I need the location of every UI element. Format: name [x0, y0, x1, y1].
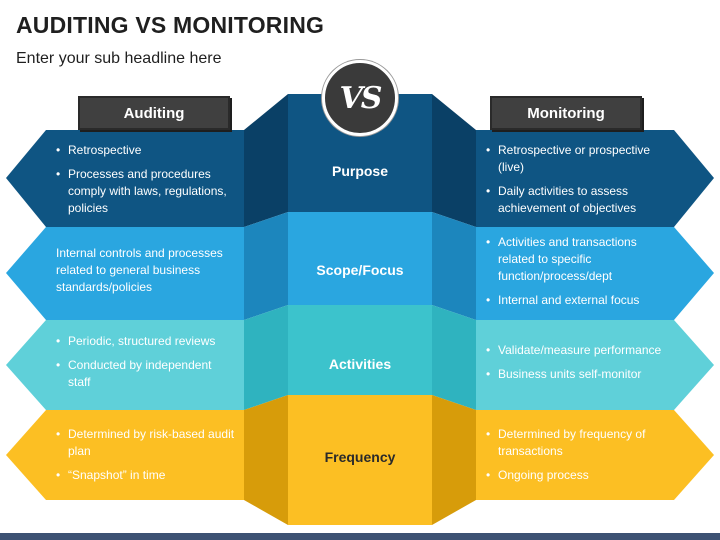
- purpose-monitoring-list: Retrospective or prospective (live) Dail…: [486, 142, 668, 224]
- row-label-activities: Activities: [328, 356, 392, 372]
- page-title: AUDITING VS MONITORING: [16, 12, 325, 38]
- list-item: Ongoing process: [486, 467, 668, 484]
- list-item: Determined by risk-based audit plan: [56, 426, 236, 460]
- purpose-center-panel: [288, 94, 432, 212]
- frequency-center-panel: [288, 395, 432, 525]
- scope-left-connector: [244, 212, 288, 320]
- frequency-left-connector: [244, 395, 288, 525]
- list-item: Determined by frequency of transactions: [486, 426, 668, 460]
- list-item: “Snapshot” in time: [56, 467, 236, 484]
- frequency-monitoring-list: Determined by frequency of transactions …: [486, 426, 668, 491]
- page-subtitle: Enter your sub headline here: [16, 50, 222, 67]
- activities-right-connector: [432, 305, 476, 410]
- list-item: Periodic, structured reviews: [56, 333, 236, 350]
- row-label-purpose: Purpose: [331, 163, 388, 179]
- purpose-auditing-list: Retrospective Processes and procedures c…: [56, 142, 236, 224]
- footer-bar: [0, 533, 720, 540]
- activities-auditing-list: Periodic, structured reviews Conducted b…: [56, 333, 236, 398]
- activities-monitoring-list: Validate/measure performance Business un…: [486, 342, 686, 390]
- scope-center-panel: [288, 212, 432, 305]
- auditing-header: Auditing: [78, 96, 230, 130]
- monitoring-header: Monitoring: [490, 96, 642, 130]
- list-item: Retrospective: [56, 142, 236, 159]
- activities-center-panel: [288, 305, 432, 395]
- purpose-left-connector: [244, 94, 288, 227]
- scope-auditing-list: Internal controls and processes related …: [56, 245, 238, 303]
- list-item: Validate/measure performance: [486, 342, 686, 359]
- list-item: Internal and external focus: [486, 292, 668, 309]
- scope-right-connector: [432, 212, 476, 320]
- list-item: Retrospective or prospective (live): [486, 142, 668, 176]
- vs-badge: VS: [322, 60, 398, 136]
- list-item: Processes and procedures comply with law…: [56, 166, 236, 217]
- list-item: Activities and transactions related to s…: [486, 234, 668, 285]
- list-item: Daily activities to assess achievement o…: [486, 183, 668, 217]
- row-label-frequency: Frequency: [324, 449, 396, 465]
- purpose-right-connector: [432, 94, 476, 227]
- activities-left-connector: [244, 305, 288, 410]
- scope-left-panel: [6, 227, 244, 320]
- list-item: Internal controls and processes related …: [56, 246, 223, 294]
- list-item: Business units self-monitor: [486, 366, 686, 383]
- list-item: Conducted by independent staff: [56, 357, 236, 391]
- scope-monitoring-list: Activities and transactions related to s…: [486, 234, 668, 316]
- row-label-scope-focus: Scope/Focus: [316, 262, 404, 278]
- frequency-auditing-list: Determined by risk-based audit plan “Sna…: [56, 426, 236, 491]
- frequency-right-connector: [432, 395, 476, 525]
